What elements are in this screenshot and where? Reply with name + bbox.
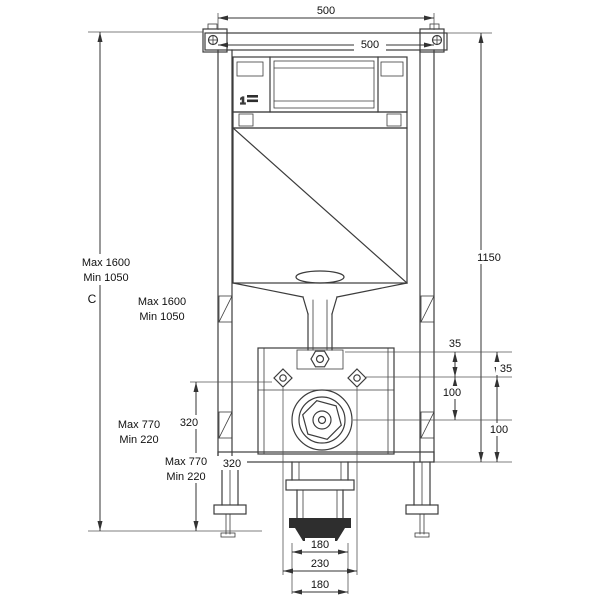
dimensions-left: Max 1600 Min 1050 C Max 1600 Min 1050 32…: [72, 31, 272, 532]
dim-label-inner-max: Max 1600: [138, 296, 186, 308]
frame: [202, 23, 448, 463]
dimensions-bottom: 180 230 180: [282, 388, 358, 595]
flush-plate-access-box: [273, 60, 375, 109]
dimensions-right: 1150 35 35 100 100: [345, 32, 517, 463]
panel-mark-label: 1: [240, 96, 246, 107]
rail-wall-brackets: [218, 295, 435, 439]
dim-label-100-b: 100: [490, 424, 508, 436]
dim-label-230: 230: [311, 558, 329, 570]
dim-label-lower-max-a: Max 770: [118, 419, 160, 431]
dimension-top: 500 500: [217, 5, 435, 51]
flush-pipe: [302, 296, 338, 351]
dim-label-lower-min-a: Min 220: [119, 434, 158, 446]
dim-label-c-mark: C: [88, 292, 97, 306]
dim-label-320-b: 320: [223, 458, 241, 470]
cistern: 1: [232, 56, 408, 298]
dim-label-180-b: 180: [311, 579, 329, 591]
flush-bend-hex-nut: [310, 350, 330, 368]
dim-label-outer-max: Max 1600: [82, 257, 130, 269]
dim-label-lower-min-b: Min 220: [166, 471, 205, 483]
dim-label-180-a: 180: [311, 539, 329, 551]
dim-label-35-b: 35: [500, 363, 512, 375]
waste-outlet-socket: [291, 389, 353, 451]
dim-label-lower-max-b: Max 770: [165, 456, 207, 468]
dim-label-35-a: 35: [449, 338, 461, 350]
flush-valve-seat: [295, 270, 345, 284]
dim-label-100-a: 100: [443, 387, 461, 399]
dim-label-320-a: 320: [180, 417, 198, 429]
mounting-plate: [257, 347, 395, 455]
dim-label-width-top: 500: [317, 5, 335, 17]
fixing-bolt-left: [273, 368, 293, 388]
waste-pipe: [285, 461, 355, 541]
dim-label-inner-min: Min 1050: [139, 311, 184, 323]
dim-label-height: 1150: [477, 252, 501, 264]
dim-label-outer-min: Min 1050: [83, 272, 128, 284]
waste-pipe-flange: [289, 518, 351, 528]
fixing-bolt-right: [347, 368, 367, 388]
dim-label-width-inner: 500: [361, 39, 379, 51]
